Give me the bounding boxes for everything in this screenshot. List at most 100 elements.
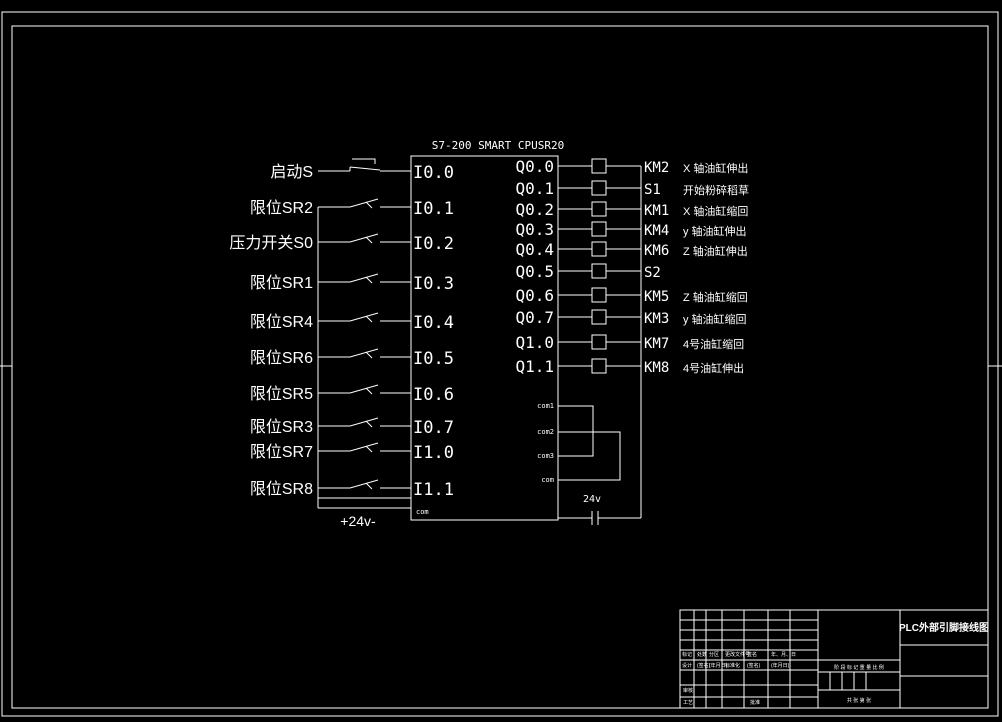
input-switch-label: 限位SR2 (250, 199, 313, 217)
switch-tick (365, 236, 373, 244)
input-switch-label: 限位SR7 (250, 443, 313, 461)
switch-tick (365, 315, 373, 323)
output-commons: com1 com2 com3 com (537, 402, 554, 484)
output-desc-label: X 轴油缸伸出 (683, 161, 748, 175)
switch-contact (349, 273, 379, 283)
input-terminal-label: I0.6 (413, 385, 454, 405)
tb-cell: (年月日) (771, 662, 790, 669)
drawing-title: PLC外部引脚接线图 (899, 621, 989, 634)
title-block-frame (679, 609, 989, 709)
switch-contact (349, 442, 379, 452)
switch-contact (349, 417, 379, 427)
output-com-label: com2 (537, 428, 554, 436)
plc-body (410, 155, 559, 521)
inner-frame (11, 25, 989, 709)
output-device-label: KM2 (644, 160, 669, 176)
input-terminal-label: I0.5 (413, 349, 454, 369)
output-coil (591, 180, 607, 196)
tb-cell: 分区 (709, 651, 719, 658)
output-coil (591, 287, 607, 303)
input-terminal-label: I0.1 (413, 199, 454, 219)
output-coil (591, 201, 607, 217)
output-com-label: com1 (537, 402, 554, 410)
output-terminal-label: Q0.5 (515, 262, 554, 281)
output-com-label: com3 (537, 452, 554, 460)
switch-contact (349, 198, 379, 208)
com2-com-link (558, 431, 621, 481)
output-desc-label: Z 轴油缸伸出 (683, 244, 748, 258)
title-block: 标记处数分区更改文件号签名年、月、日设计(签名)(年月日)标准化(签名)(年月日… (679, 609, 989, 709)
output-terminal-label: Q0.6 (515, 286, 554, 305)
output-terminal-label: Q0.0 (515, 157, 554, 176)
output-desc-label: 4号油缸伸出 (683, 361, 744, 375)
output-desc-label: y 轴油缸伸出 (683, 224, 747, 238)
output-device-label: KM5 (644, 289, 669, 305)
output-coil (591, 241, 607, 257)
input-terminal-label: I0.7 (413, 418, 454, 438)
com-supply-wire (557, 480, 592, 519)
audit-label: 审核 (683, 687, 693, 694)
input-switch-label: 限位SR4 (250, 313, 313, 331)
plc-title: S7-200 SMART CPUSR20 (432, 139, 564, 152)
stage-label: 阶 段 标 记 重 量 比 例 (834, 664, 884, 671)
output-device-label: KM6 (644, 243, 669, 259)
input-terminal-label: I0.2 (413, 234, 454, 254)
input-switch-label: 限位SR8 (250, 480, 313, 498)
tb-cell: 标准化 (725, 662, 740, 669)
switch-contact (349, 312, 379, 322)
output-coil (591, 309, 607, 325)
output-device-label: S2 (644, 265, 661, 281)
input-switch-label: 限位SR5 (250, 385, 313, 403)
sheet-label: 共 张 第 张 (847, 697, 871, 704)
input-terminal-label: I0.0 (413, 163, 454, 183)
output-terminal-label: Q0.4 (515, 240, 554, 259)
switch-contact (349, 384, 379, 394)
output-coil (591, 221, 607, 237)
output-device-label: KM4 (644, 223, 669, 239)
approve-label: 批准 (750, 699, 760, 706)
output-terminal-label: Q1.0 (515, 333, 554, 352)
com1-com3-link (558, 405, 594, 457)
output-desc-label: 开始粉碎稻草 (683, 183, 749, 197)
switch-tick (365, 201, 373, 209)
switch-tick (365, 482, 373, 490)
tb-cell: (年月日) (709, 662, 728, 669)
switch-contact (349, 348, 379, 358)
tb-cell: 年、月、日 (771, 651, 796, 658)
output-terminal-label: Q0.2 (515, 200, 554, 219)
output-terminal-label: Q0.7 (515, 308, 554, 327)
tb-cell: 更改文件号 (725, 651, 750, 658)
output-terminal-label: Q0.1 (515, 179, 554, 198)
output-device-label: KM3 (644, 311, 669, 327)
input-switch-label: 限位SR1 (250, 274, 313, 292)
input-switch-label: 限位SR3 (250, 418, 313, 436)
output-coil (591, 358, 607, 374)
input-terminal-label: I0.4 (413, 313, 454, 333)
switch-tick (365, 351, 373, 359)
input-terminal-label: I1.1 (413, 480, 454, 500)
output-device-label: KM8 (644, 360, 669, 376)
input-terminal-label: I1.0 (413, 443, 454, 463)
tb-cell: (签名) (747, 662, 761, 669)
output-device-label: S1 (644, 182, 661, 198)
output-device-label: KM7 (644, 336, 669, 352)
output-com-label: com (541, 476, 554, 484)
switch-tick (365, 420, 373, 428)
switch-actuator (352, 158, 376, 164)
switch-tick (365, 276, 373, 284)
tb-cell: 设计 (682, 662, 692, 669)
switch-contact (349, 479, 379, 489)
switch-contact (349, 166, 381, 171)
outer-frame (1, 11, 999, 717)
input-switch-label: 压力开关S0 (229, 234, 313, 252)
switch-tick (365, 387, 373, 395)
switch-tick (365, 445, 373, 453)
output-desc-label: y 轴油缸缩回 (683, 312, 747, 326)
supply-right-label: 24v (583, 494, 601, 505)
output-device-label: KM1 (644, 203, 669, 219)
output-coil (591, 158, 607, 174)
